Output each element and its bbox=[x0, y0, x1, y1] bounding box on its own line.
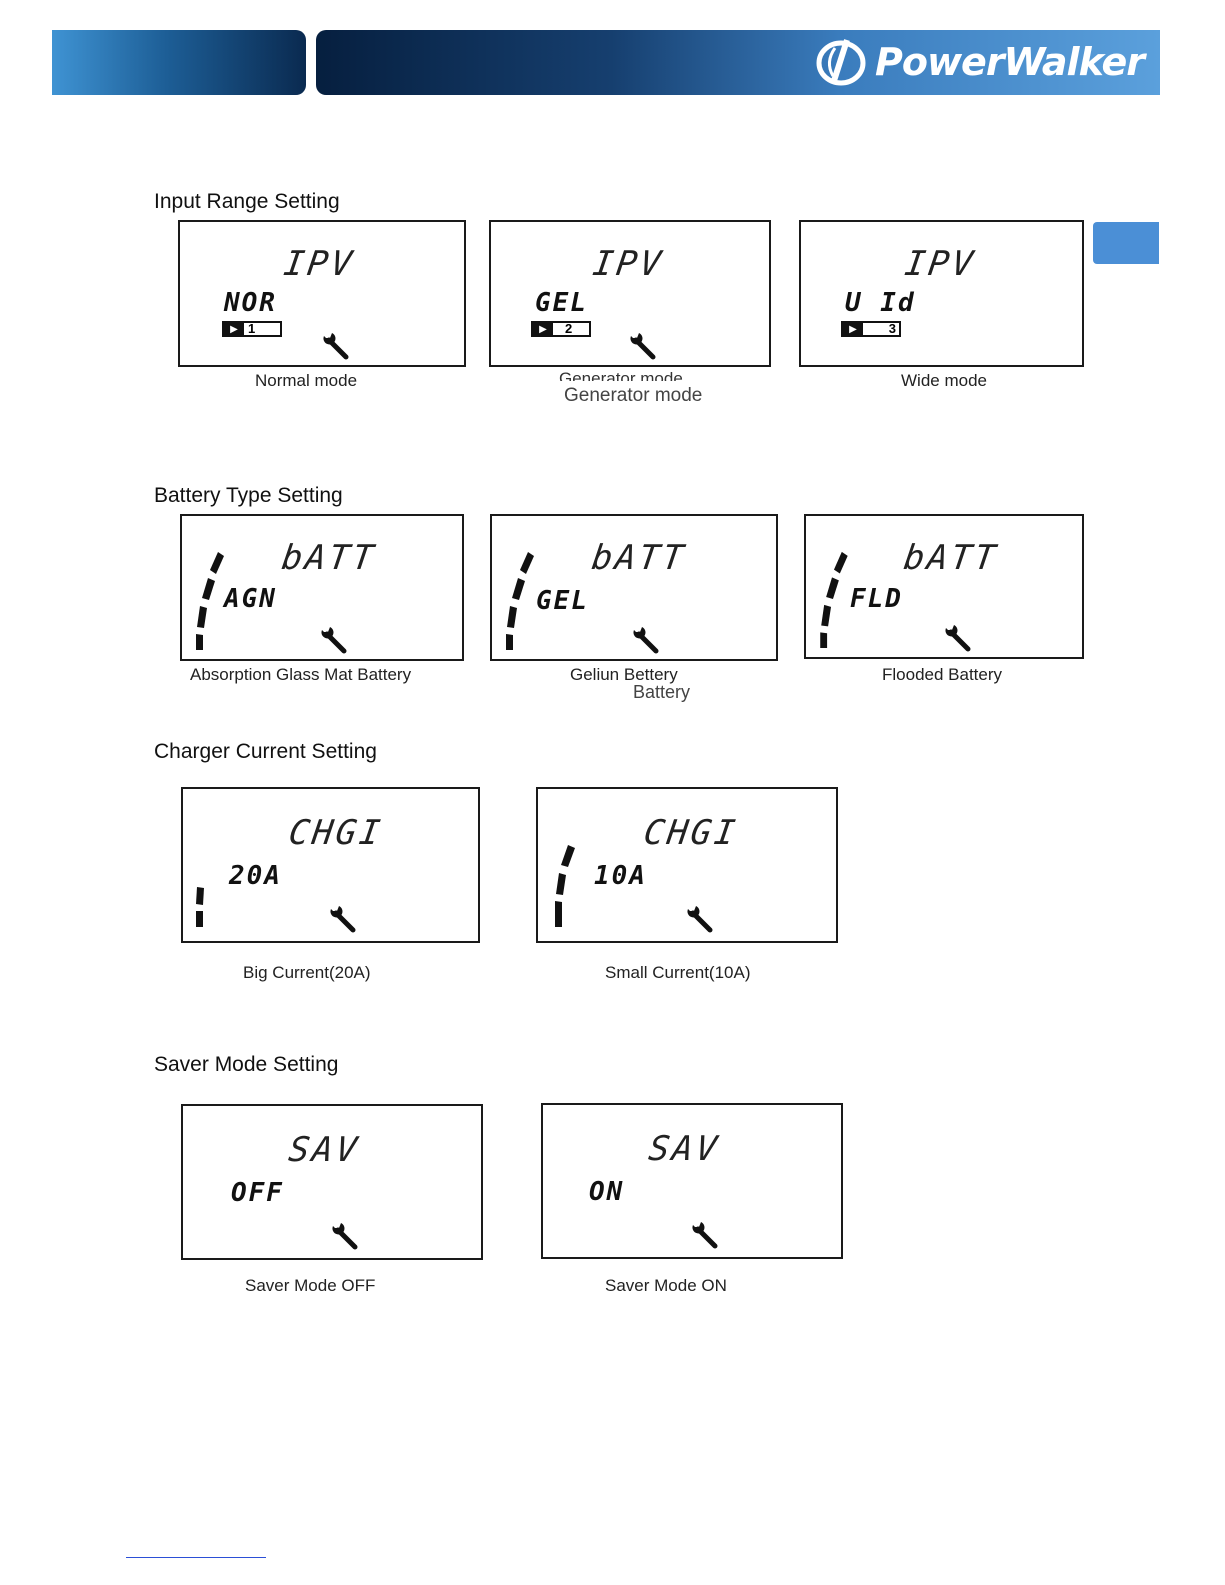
lcd-value: NOR bbox=[224, 288, 277, 318]
lcd-value: FLD bbox=[850, 584, 903, 614]
wrench-icon bbox=[633, 627, 659, 654]
wrench-icon bbox=[330, 906, 356, 933]
lcd-top-label: bATT bbox=[279, 538, 379, 578]
section-title-saver-mode: Saver Mode Setting bbox=[154, 1053, 339, 1076]
caption-small-current: Small Current(10A) bbox=[605, 963, 751, 982]
caption-flooded-battery: Flooded Battery bbox=[882, 665, 1003, 684]
input-mode-badge: ▶ 2 bbox=[531, 321, 591, 337]
lcd-top-label: bATT bbox=[589, 538, 689, 578]
lcd-top-label: IPV bbox=[281, 244, 358, 284]
badge-number: 1 bbox=[248, 321, 256, 336]
wrench-icon bbox=[323, 333, 349, 360]
level-bars-icon bbox=[820, 551, 848, 648]
lcd-top-label: CHGI bbox=[641, 813, 741, 853]
lcd-value: GEL bbox=[536, 586, 589, 616]
input-mode-badge: ▶ 3 bbox=[841, 321, 901, 337]
level-bars-icon bbox=[506, 552, 534, 650]
caption-normal-mode: Normal mode bbox=[255, 371, 358, 390]
plug-icon: ▶ bbox=[533, 323, 553, 335]
lcd-panel-battery-gel: bATT GEL bbox=[490, 514, 778, 661]
lcd-top-label: IPV bbox=[902, 244, 979, 284]
brand-logo: PowerWalker bbox=[813, 36, 1145, 88]
lcd-value: OFF bbox=[231, 1178, 284, 1208]
caption-generator-mode: Generator mode bbox=[559, 369, 683, 381]
lcd-panel-battery-agm: bATT AGN bbox=[180, 514, 464, 661]
lcd-panel-input-generator: IPV GEL ▶ 2 bbox=[489, 220, 771, 367]
lcd-value: AGN bbox=[224, 584, 277, 614]
caption-wide-mode: Wide mode bbox=[901, 371, 987, 390]
lcd-value: 10A bbox=[594, 861, 647, 891]
wrench-icon bbox=[332, 1223, 358, 1250]
section-title-battery-type: Battery Type Setting bbox=[154, 484, 343, 507]
badge-number: 3 bbox=[888, 321, 896, 336]
level-bars-icon bbox=[555, 845, 575, 927]
caption-saver-off: Saver Mode OFF bbox=[245, 1276, 376, 1295]
section-title-input-range: Input Range Setting bbox=[154, 190, 340, 213]
section-title-charger-current: Charger Current Setting bbox=[154, 740, 377, 763]
input-mode-badge: ▶ 1 bbox=[222, 321, 282, 337]
lcd-panel-input-normal: IPV NOR ▶ 1 bbox=[178, 220, 466, 367]
wrench-icon bbox=[321, 627, 347, 654]
lcd-top-label: SAV bbox=[646, 1129, 723, 1169]
lcd-panel-charger-20a: CHGI 20A bbox=[181, 787, 480, 943]
caption-generator-mode-repeat: Generator mode bbox=[564, 385, 703, 406]
level-bars-icon bbox=[196, 552, 224, 650]
caption-gel-battery: Geliun Bettery bbox=[570, 665, 678, 684]
lcd-panel-charger-10a: CHGI 10A bbox=[536, 787, 838, 943]
lcd-value: ON bbox=[589, 1177, 625, 1207]
lcd-panel-input-wide: IPV U Id ▶ 3 bbox=[799, 220, 1084, 367]
lcd-value: GEL bbox=[535, 288, 588, 318]
footer-link-underline bbox=[126, 1557, 266, 1558]
header-banner-left bbox=[52, 30, 306, 95]
wrench-icon bbox=[692, 1222, 718, 1249]
powerwalker-logo-icon bbox=[816, 39, 866, 86]
lcd-top-label: bATT bbox=[901, 538, 1001, 578]
caption-gel-battery-repeat: Battery bbox=[633, 682, 691, 702]
side-chapter-tab bbox=[1093, 222, 1159, 264]
caption-saver-on: Saver Mode ON bbox=[605, 1276, 727, 1295]
lcd-value: 20A bbox=[229, 861, 282, 891]
level-bars-icon bbox=[196, 887, 204, 927]
wrench-icon bbox=[687, 906, 713, 933]
caption-big-current: Big Current(20A) bbox=[243, 963, 371, 982]
wrench-icon bbox=[945, 625, 971, 652]
brand-name: PowerWalker bbox=[874, 40, 1145, 84]
lcd-top-label: SAV bbox=[286, 1130, 363, 1170]
plug-icon: ▶ bbox=[843, 323, 863, 335]
lcd-top-label: IPV bbox=[590, 244, 667, 284]
lcd-panel-saver-on: SAV ON bbox=[541, 1103, 843, 1259]
badge-number: 2 bbox=[565, 321, 573, 336]
lcd-panel-saver-off: SAV OFF bbox=[181, 1104, 483, 1260]
caption-agm-battery: Absorption Glass Mat Battery bbox=[190, 665, 412, 684]
lcd-top-label: CHGI bbox=[286, 813, 386, 853]
plug-icon: ▶ bbox=[224, 323, 244, 335]
lcd-panel-battery-flooded: bATT FLD bbox=[804, 514, 1084, 659]
lcd-value: U Id bbox=[845, 288, 916, 318]
header-banner-right: PowerWalker bbox=[316, 30, 1160, 95]
wrench-icon bbox=[630, 333, 656, 360]
